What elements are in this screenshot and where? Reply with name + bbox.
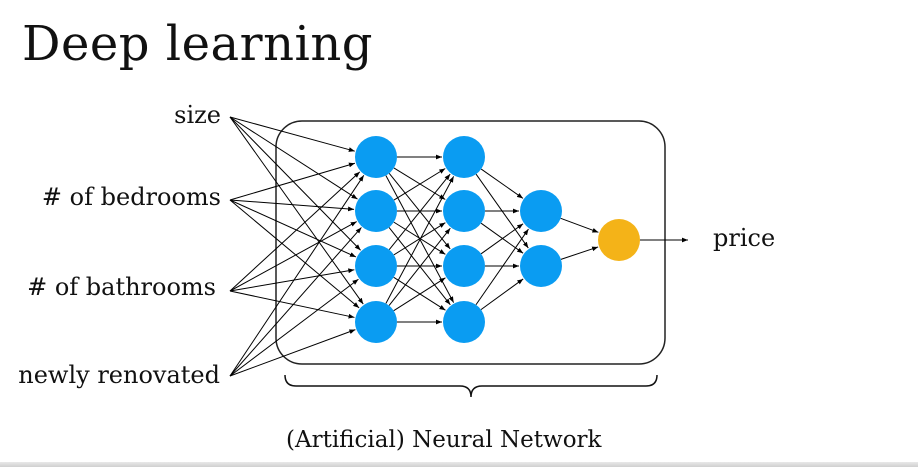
edge-layer-1 <box>475 228 529 306</box>
edge-layer-0 <box>388 227 451 306</box>
hidden-node-layer-2 <box>443 301 485 343</box>
network-box <box>275 120 666 365</box>
edge-input-hidden <box>229 227 362 377</box>
edge-layer-2 <box>560 246 599 260</box>
edge-input-hidden <box>229 221 357 292</box>
bottom-bar <box>0 462 918 467</box>
edge-layer-0 <box>393 168 446 201</box>
edge-layer-0 <box>385 176 455 304</box>
edge-input-hidden <box>229 268 355 292</box>
network-caption: (Artificial) Neural Network <box>286 427 602 453</box>
edge-input-hidden <box>229 329 356 377</box>
output-label-price: price <box>713 224 776 252</box>
hidden-node-layer-2 <box>443 190 485 232</box>
hidden-node-layer-1 <box>355 190 397 232</box>
edge-layer-0 <box>388 173 451 250</box>
network-edges <box>229 116 688 377</box>
hidden-node-layer-2 <box>443 245 485 287</box>
edge-input-hidden <box>229 116 364 305</box>
edge-input-hidden <box>229 116 361 251</box>
hidden-node-layer-1 <box>355 301 397 343</box>
edge-input-hidden <box>229 162 356 201</box>
edge-layer-0 <box>393 222 446 256</box>
network-nodes <box>355 136 640 343</box>
edge-input-hidden <box>229 175 365 377</box>
edge-input-hidden <box>229 199 360 309</box>
edge-layer-1 <box>480 168 524 199</box>
edge-layer-1 <box>480 223 524 255</box>
edge-input-hidden <box>229 116 358 200</box>
input-label-renovated: newly renovated <box>18 361 220 389</box>
hidden-node-layer-3 <box>520 190 562 232</box>
edge-input-hidden <box>229 116 355 152</box>
input-label-bathrooms: # of bathrooms <box>27 273 216 301</box>
edge-layer-1 <box>480 278 524 311</box>
edge-layer-2 <box>560 217 599 233</box>
edge-input-hidden <box>229 199 357 258</box>
hidden-node-layer-1 <box>355 136 397 178</box>
input-label-bedrooms: # of bedrooms <box>41 183 221 211</box>
edge-input-hidden <box>229 199 355 212</box>
edge-layer-0 <box>393 277 446 312</box>
edge-input-hidden <box>229 171 361 292</box>
hidden-node-layer-1 <box>355 245 397 287</box>
hidden-node-layer-2 <box>443 136 485 178</box>
edge-input-hidden <box>229 290 355 319</box>
edge-input-hidden <box>229 278 359 377</box>
input-label-size: size <box>174 101 221 129</box>
hidden-node-layer-3 <box>520 245 562 287</box>
network-brace <box>284 374 658 398</box>
slide-title: Deep learning <box>22 16 374 72</box>
output-node <box>598 219 640 261</box>
